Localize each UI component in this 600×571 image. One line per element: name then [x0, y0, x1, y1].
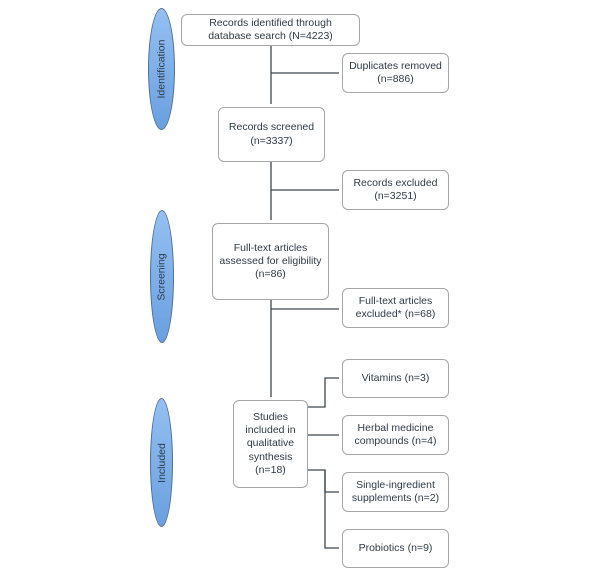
box-probiotics: Probiotics (n=9): [342, 529, 449, 568]
box-fulltext-eligibility: Full-text articles assessed for eligibil…: [212, 223, 329, 300]
box-herbal-medicine-label: Herbal medicine compounds (n=4): [354, 421, 437, 447]
phase-ellipse-included: Included: [150, 398, 173, 527]
phase-label-screening: Screening: [156, 252, 168, 301]
box-single-ingredient-label: Single-ingredient supplements (n=2): [351, 478, 440, 504]
box-fulltext-excluded: Full-text articles excluded* (n=68): [342, 288, 449, 328]
arrow-to-vitamins: [308, 377, 339, 408]
box-single-ingredient: Single-ingredient supplements (n=2): [342, 472, 449, 512]
box-records-excluded-label: Records excluded (n=3251): [353, 176, 438, 202]
box-herbal-medicine: Herbal medicine compounds (n=4): [342, 415, 449, 455]
box-records-excluded: Records excluded (n=3251): [342, 170, 449, 210]
box-records-screened: Records screened (n=3337): [218, 107, 325, 162]
box-fulltext-excluded-label: Full-text articles excluded* (n=68): [355, 294, 436, 320]
box-vitamins-label: Vitamins (n=3): [361, 371, 430, 384]
phase-label-included: Included: [155, 442, 168, 483]
box-records-identified-label: Records identified through database sear…: [208, 16, 333, 42]
box-duplicates-removed-label: Duplicates removed (n=886): [349, 59, 442, 85]
phase-ellipse-identification: Identification: [148, 8, 175, 130]
box-records-screened-label: Records screened (n=3337): [228, 121, 315, 147]
box-duplicates-removed: Duplicates removed (n=886): [342, 53, 449, 93]
arrow-to-probiotics: [324, 470, 339, 549]
arrow-to-single-ingredient: [308, 469, 339, 493]
box-probiotics-label: Probiotics (n=9): [358, 541, 433, 554]
box-qualitative-synthesis-label: Studies included in qualitative synthesi…: [245, 411, 296, 476]
box-vitamins: Vitamins (n=3): [342, 359, 449, 398]
phase-label-identification: Identification: [155, 39, 168, 99]
box-records-identified: Records identified through database sear…: [181, 14, 360, 46]
phase-ellipse-screening: Screening: [150, 210, 174, 343]
box-qualitative-synthesis: Studies included in qualitative synthesi…: [233, 400, 308, 488]
box-fulltext-eligibility-label: Full-text articles assessed for eligibil…: [219, 241, 322, 280]
